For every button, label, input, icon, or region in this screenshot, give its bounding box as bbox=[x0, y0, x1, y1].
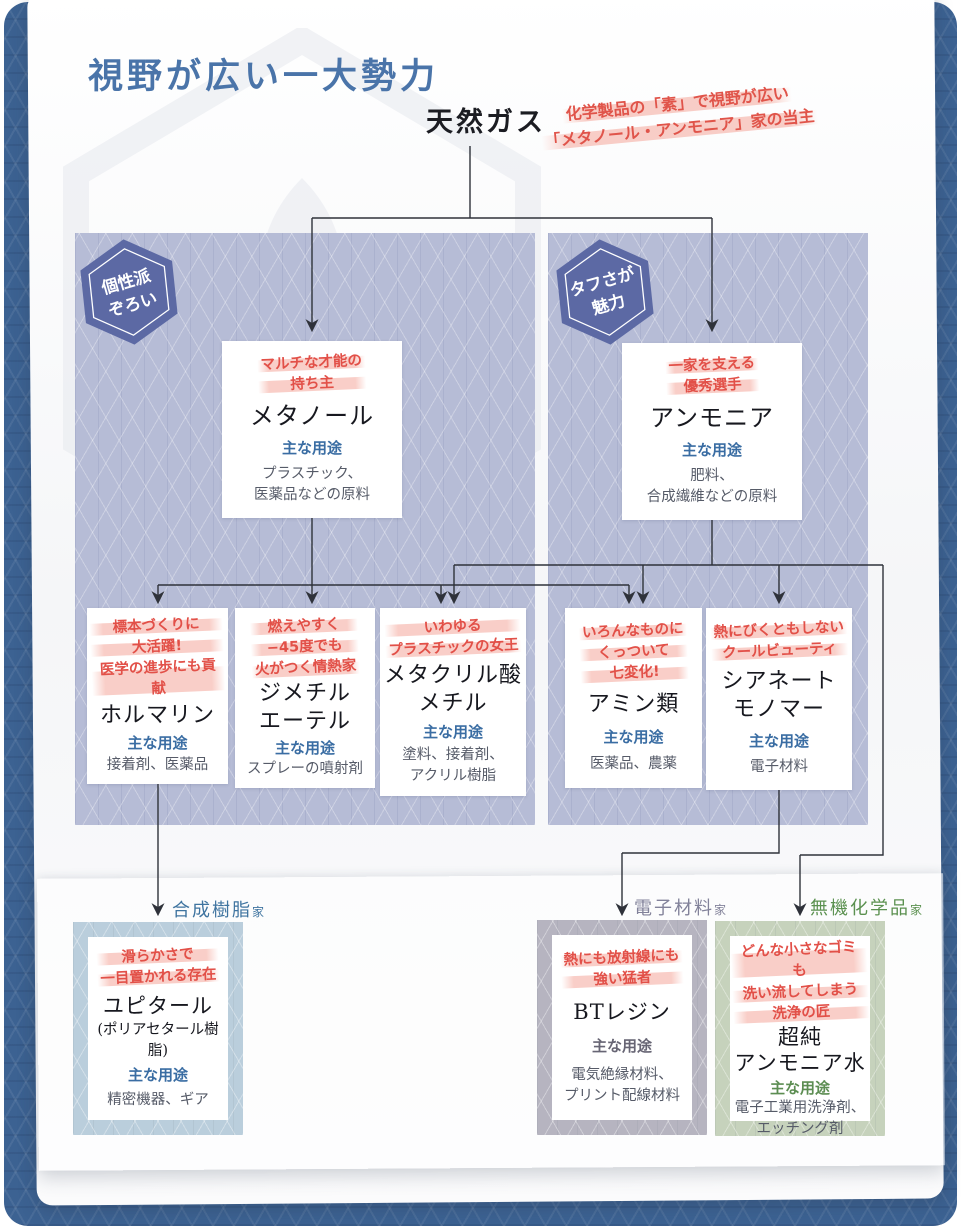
card-formalin: 標本づくりに 大活躍! 医学の進歩にも貢献 ホルマリン 主な用途 接着剤、医薬品 bbox=[87, 608, 228, 784]
uses-text: プラスチック、 医薬品などの原料 bbox=[254, 465, 370, 503]
badge-right-hexagon: タフさが 魅力 bbox=[556, 239, 654, 345]
uses-text: 電子工業用洗浄剤、 エッチング剤 bbox=[734, 1099, 866, 1137]
family-label-synthetic-resin: 合成樹脂家 bbox=[172, 900, 265, 921]
card-methyl-methacrylate: いわゆる プラスチックの女王 メタクリル酸 メチル 主な用途 塗料、接着剤、 ア… bbox=[380, 608, 526, 796]
card-name: ユピタール bbox=[103, 993, 213, 1018]
uses-label: 主な用途 bbox=[281, 438, 342, 457]
uses-label: 主な用途 bbox=[274, 738, 335, 757]
card-name: メタクリル酸 メチル bbox=[384, 663, 523, 716]
card-subname: (ポリアセタール樹脂) bbox=[97, 1021, 219, 1059]
uses-text: 接着剤、医薬品 bbox=[106, 756, 209, 773]
uses-label: 主な用途 bbox=[748, 731, 809, 750]
card-name: BTレジン bbox=[573, 1000, 671, 1025]
card-iupital: 滑らかさで 一目置かれる存在 ユピタール (ポリアセタール樹脂) 主な用途 精密… bbox=[73, 922, 243, 1135]
card-amines: いろんなものに くっついて 七変化! アミン類 主な用途 医薬品、農薬 bbox=[565, 608, 702, 788]
card-tagline: 熱にびくともしない クールビューティ bbox=[709, 617, 849, 666]
uses-text: 電子材料 bbox=[750, 758, 808, 775]
card-ultrapure-ammonia-water: どんな小さなゴミも 洗い流してしまう 洗浄の匠 超純 アンモニア水 主な用途 電… bbox=[715, 921, 885, 1137]
card-cyanate-monomer: 熱にびくともしない クールビューティ シアネート モノマー 主な用途 電子材料 bbox=[706, 608, 852, 790]
uses-text: 肥料、 合成繊維などの原料 bbox=[646, 467, 778, 505]
uses-label: 主な用途 bbox=[127, 1066, 188, 1085]
card-bt-resin: 熱にも放射線にも 強い猛者 BTレジン 主な用途 電気絶縁材料、 プリント配線材… bbox=[537, 920, 707, 1135]
card-name: メタノール bbox=[249, 402, 375, 430]
card-methanol: マルチな才能の 持ち主 メタノール 主な用途 プラスチック、 医薬品などの原料 bbox=[222, 341, 402, 518]
uses-label: 主な用途 bbox=[422, 722, 483, 741]
uses-label: 主な用途 bbox=[769, 1078, 830, 1097]
uses-text: 塗料、接着剤、 アクリル樹脂 bbox=[402, 746, 504, 784]
root-node-natural-gas: 天然ガス bbox=[426, 107, 546, 138]
card-tagline: 熱にも放射線にも 強い猛者 bbox=[560, 945, 684, 993]
card-dimethyl-ether: 燃えやすく −45度でも 火がつく情熱家 ジメチル エーテル 主な用途 スプレー… bbox=[235, 608, 375, 788]
uses-text: 医薬品、農薬 bbox=[590, 755, 677, 772]
card-name: ジメチル エーテル bbox=[258, 681, 351, 734]
page-title: 視野が広い一大勢力 bbox=[88, 56, 440, 97]
card-name: 超純 アンモニア水 bbox=[734, 1025, 866, 1076]
uses-label: 主な用途 bbox=[127, 733, 188, 752]
uses-label: 主な用途 bbox=[591, 1036, 652, 1055]
card-name: アンモニア bbox=[649, 404, 775, 432]
card-tagline: 滑らかさで 一目置かれる存在 bbox=[96, 943, 220, 991]
uses-text: 電気絶縁材料、 プリント配線材料 bbox=[564, 1066, 680, 1104]
family-label-inorganic-chemicals: 無機化学品家 bbox=[810, 898, 923, 919]
uses-text: 精密機器、ギア bbox=[107, 1092, 209, 1109]
uses-text: スプレーの噴射剤 bbox=[247, 761, 363, 778]
card-tagline: マルチな才能の 持ち主 bbox=[257, 350, 367, 398]
family-label-electronic-materials: 電子材料家 bbox=[634, 898, 727, 919]
badge-left-hexagon: 個性派 ぞろい bbox=[80, 239, 178, 345]
card-name: アミン類 bbox=[587, 692, 680, 718]
card-tagline: 燃えやすく −45度でも 火がつく情熱家 bbox=[249, 613, 361, 681]
card-name: ホルマリン bbox=[99, 703, 215, 729]
card-tagline: 一家を支える 優秀選手 bbox=[664, 352, 760, 400]
card-tagline: どんな小さなゴミも 洗い流してしまう 洗浄の匠 bbox=[730, 937, 870, 1027]
uses-label: 主な用途 bbox=[681, 440, 742, 459]
card-tagline: いろんなものに くっついて 七変化! bbox=[578, 618, 689, 687]
card-name: シアネート モノマー bbox=[721, 669, 837, 722]
card-tagline: 標本づくりに 大活躍! 医学の進歩にも貢献 bbox=[89, 613, 226, 704]
card-tagline: いわゆる プラスチックの女王 bbox=[384, 614, 522, 663]
card-ammonia: 一家を支える 優秀選手 アンモニア 主な用途 肥料、 合成繊維などの原料 bbox=[622, 343, 802, 520]
uses-label: 主な用途 bbox=[603, 727, 664, 746]
